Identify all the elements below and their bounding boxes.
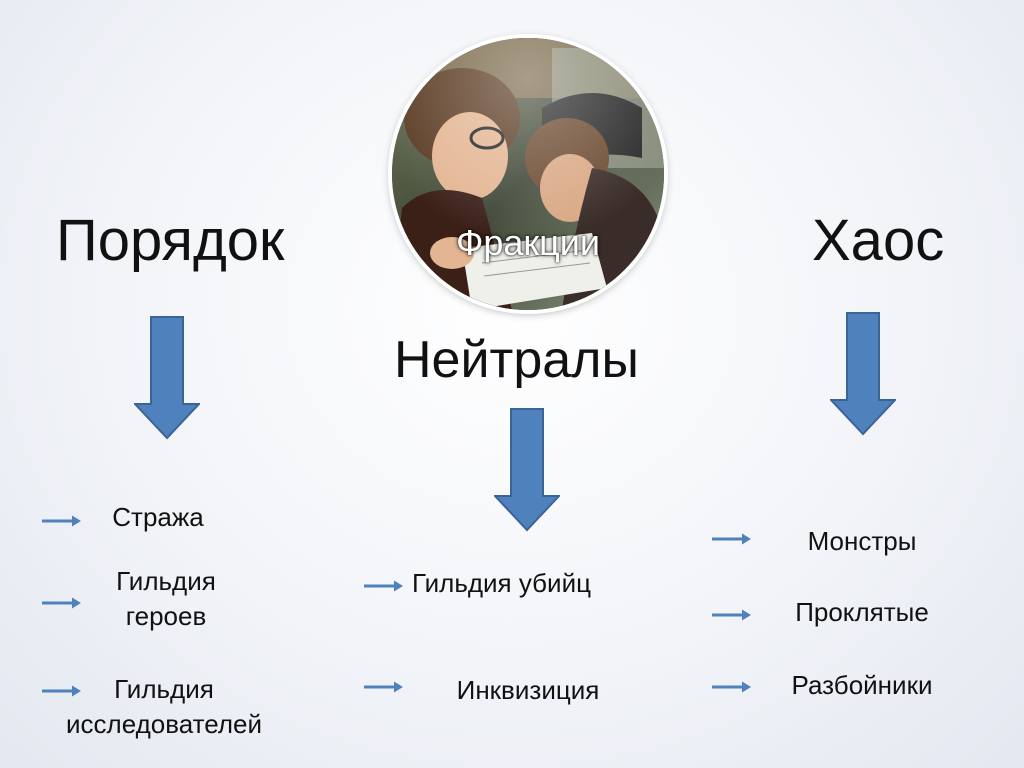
right-arrow-icon — [364, 681, 404, 693]
list-item-heroes-guild: Гильдия героев — [116, 566, 216, 632]
list-item-cursed: Проклятые — [795, 597, 929, 627]
heading-neutral: Нейтралы — [394, 331, 639, 389]
down-arrow-icon — [134, 316, 200, 440]
down-arrow-icon — [830, 312, 896, 436]
photo-caption: Фракции — [456, 222, 600, 263]
list-item-guard: Стража — [112, 502, 204, 532]
heading-order: Порядок — [56, 208, 285, 273]
list-item-bandits: Разбойники — [791, 670, 933, 700]
list-item-explorers-guild: Гильдия исследователей — [66, 674, 262, 740]
list-item-assassins-guild: Гильдия убийц — [412, 568, 591, 598]
list-item-inquisition: Инквизиция — [456, 675, 600, 705]
right-arrow-icon — [364, 580, 404, 592]
right-arrow-icon — [42, 685, 82, 697]
right-arrow-icon — [42, 515, 82, 527]
right-arrow-icon — [42, 597, 82, 609]
down-arrow-icon — [494, 408, 560, 532]
right-arrow-icon — [712, 681, 752, 693]
heading-chaos: Хаос — [812, 208, 945, 273]
faction-photo — [392, 38, 664, 310]
right-arrow-icon — [712, 609, 752, 621]
photo-illustration — [392, 38, 664, 310]
list-item-monsters: Монстры — [807, 526, 917, 556]
right-arrow-icon — [712, 533, 752, 545]
